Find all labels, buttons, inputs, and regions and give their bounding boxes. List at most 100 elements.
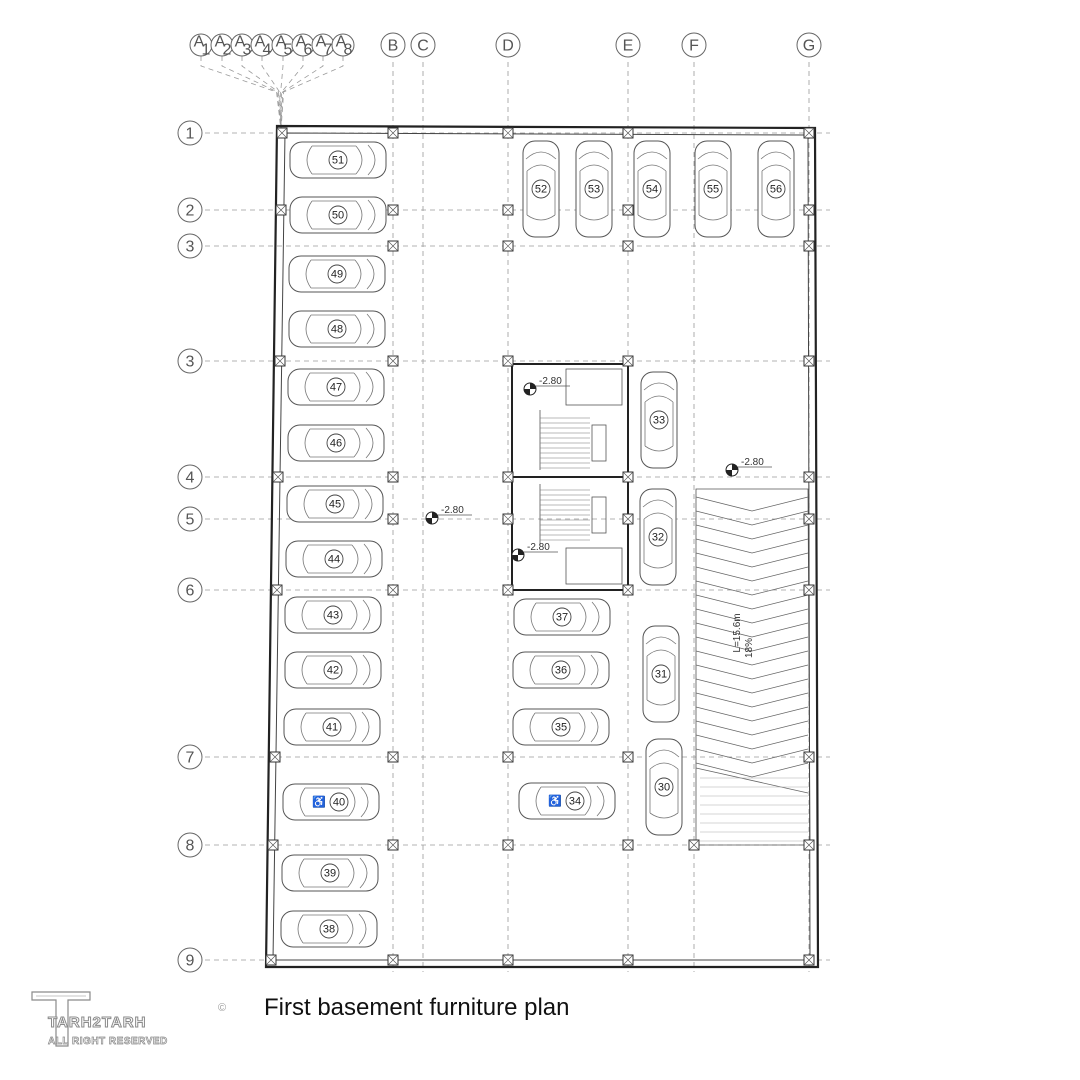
column [622, 751, 634, 763]
column [387, 240, 399, 252]
column-cross [502, 127, 514, 139]
parking-space: 56 [757, 140, 795, 238]
grid-bubble-top: G [796, 32, 822, 58]
car-number-circle [329, 792, 349, 812]
column-cross [267, 839, 279, 851]
car-hood [648, 749, 680, 758]
ramp-hatch [695, 748, 809, 764]
car-hood [362, 654, 371, 686]
car-number: 42 [327, 665, 339, 677]
parking-space: 51 [289, 141, 387, 179]
grid-bubble-left: 2 [177, 197, 203, 223]
grid-bubble-left: 3 [177, 233, 203, 259]
car-number: 49 [331, 269, 343, 281]
car-number-circle [320, 863, 340, 883]
grid-bubble-label: 8 [186, 838, 195, 855]
ramp [695, 488, 811, 846]
grid-bubble-label: A [336, 34, 347, 51]
column [265, 954, 277, 966]
column-cross [387, 240, 399, 252]
car-number-circle [326, 377, 346, 397]
column [622, 839, 634, 851]
level-value: -2.80 [741, 457, 764, 468]
column-cross [803, 954, 815, 966]
car-number: 43 [327, 610, 339, 622]
car-rear-window [303, 489, 310, 519]
parking-space: 45 [286, 485, 384, 523]
column [387, 471, 399, 483]
copyright-mark: © [218, 1002, 227, 1014]
car-rear-window [301, 655, 308, 685]
column-cross [622, 954, 634, 966]
grid-bubble-circle [177, 577, 203, 603]
car-windshield [578, 655, 586, 685]
column [803, 204, 815, 216]
grid-bubble-circle [796, 32, 822, 58]
car-rear-window [579, 214, 609, 221]
ramp-hatch [695, 762, 809, 778]
column-cross [622, 471, 634, 483]
grid-bubble-circle [177, 464, 203, 490]
ramp-break [695, 767, 809, 794]
grid-line-a [280, 56, 324, 131]
car-number-circle [531, 179, 551, 199]
column [502, 584, 514, 596]
car-windshield [353, 372, 361, 402]
car-rear-window [301, 600, 308, 630]
stair-core [511, 363, 629, 591]
ramp-hatch [695, 636, 809, 652]
car-rear-window [305, 259, 312, 289]
column-cross [502, 204, 514, 216]
car-number-circle [323, 605, 343, 625]
column-cross [622, 204, 634, 216]
column-cross [622, 751, 634, 763]
grid-line-a [280, 56, 284, 131]
car-hood [367, 144, 376, 176]
parking-space: 44 [285, 540, 383, 578]
car-number-circle [319, 919, 339, 939]
grid-bubble-left: 3 [177, 348, 203, 374]
column [622, 204, 634, 216]
grid-bubble-left: 5 [177, 506, 203, 532]
car-windshield [351, 544, 359, 574]
car-windshield [354, 314, 362, 344]
column-cross [275, 204, 287, 216]
column [274, 355, 286, 367]
column [502, 240, 514, 252]
parking-space: 52 [522, 140, 560, 238]
car-windshield [355, 200, 363, 230]
car-rear-window [300, 712, 307, 742]
column-cross [622, 240, 634, 252]
column [803, 355, 815, 367]
level-marker: -2.80 [725, 457, 772, 477]
car-rear-window [299, 787, 306, 817]
grid-bubble-label: 6 [186, 583, 195, 600]
column-cross [803, 513, 815, 525]
column-cross [387, 127, 399, 139]
car-hood [596, 785, 605, 817]
ramp-hatch [695, 622, 809, 638]
column [803, 240, 815, 252]
car-hood [645, 636, 677, 645]
column [502, 471, 514, 483]
column-cross [803, 240, 815, 252]
car-number: 31 [655, 669, 667, 681]
grid-bubble-circle [177, 506, 203, 532]
column-cross [387, 954, 399, 966]
column [622, 513, 634, 525]
plan-title: First basement furniture plan [264, 994, 570, 1021]
grid-bubble-sub: 5 [284, 42, 293, 59]
car-windshield [350, 655, 358, 685]
stair-well [591, 496, 607, 534]
car-hood [361, 711, 370, 743]
car-number: 50 [332, 210, 344, 222]
grid-line-a [221, 56, 282, 131]
grid-bubble-circle [410, 32, 436, 58]
car-rear-window [305, 314, 312, 344]
car-rear-window [306, 145, 313, 175]
car-rear-window [298, 858, 305, 888]
column [803, 954, 815, 966]
parking-space: 54 [633, 140, 671, 238]
car-number: 37 [556, 612, 568, 624]
